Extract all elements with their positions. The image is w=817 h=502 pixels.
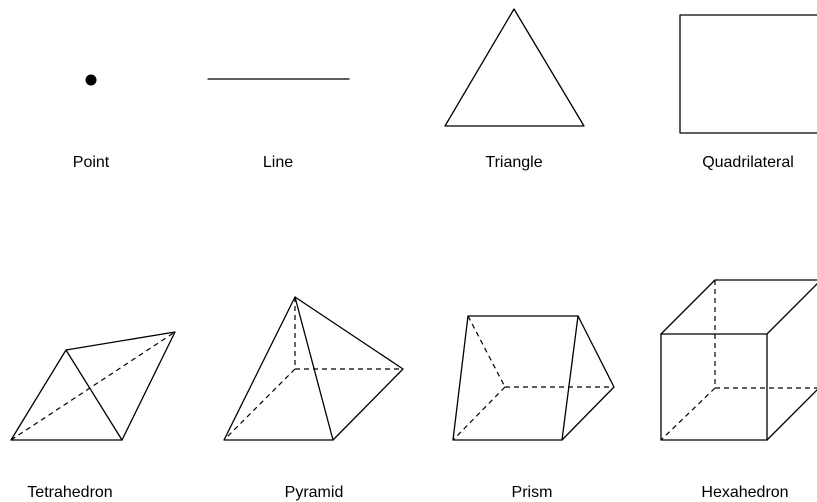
- shape-label-pyramid: Pyramid: [285, 484, 344, 501]
- shape-tetrahedron: Tetrahedron: [10, 331, 176, 501]
- pyramid-hidden-base-edge-left: [223, 368, 296, 441]
- shape-label-quadrilateral: Quadrilateral: [702, 154, 794, 171]
- shape-label-line: Line: [263, 154, 293, 171]
- shape-label-hexahedron: Hexahedron: [701, 484, 788, 501]
- shape-label-point: Point: [73, 154, 110, 171]
- shape-label-triangle: Triangle: [485, 154, 542, 171]
- shape-pyramid: Pyramid: [223, 296, 404, 501]
- prism-hidden-edge-bottom: [452, 386, 506, 441]
- tetrahedron-front-edge: [65, 349, 123, 441]
- hexahedron-top-right-edge: [766, 283, 817, 335]
- tetrahedron-hidden-edge: [10, 331, 176, 441]
- shape-hexahedron: Hexahedron: [660, 279, 817, 501]
- triangle-outline: [444, 8, 585, 127]
- hexahedron-bottom-right-edge: [766, 389, 817, 441]
- shape-label-prism: Prism: [512, 484, 553, 501]
- shape-line: Line: [207, 78, 350, 171]
- shape-point: Point: [73, 74, 110, 171]
- point-dot: [85, 74, 97, 86]
- prism-front-edge: [561, 315, 579, 441]
- shape-triangle: Triangle: [444, 8, 585, 171]
- hexahedron-front-face: [660, 333, 768, 441]
- prism-hidden-edge-top: [467, 315, 506, 388]
- shape-prism: Prism: [452, 315, 615, 501]
- prism-outline: [452, 315, 615, 441]
- hexahedron-hidden-depth-edge: [660, 387, 716, 441]
- shape-quadrilateral: Quadrilateral: [679, 14, 817, 171]
- shape-label-tetrahedron: Tetrahedron: [27, 484, 112, 501]
- quadrilateral-outline: [679, 14, 817, 134]
